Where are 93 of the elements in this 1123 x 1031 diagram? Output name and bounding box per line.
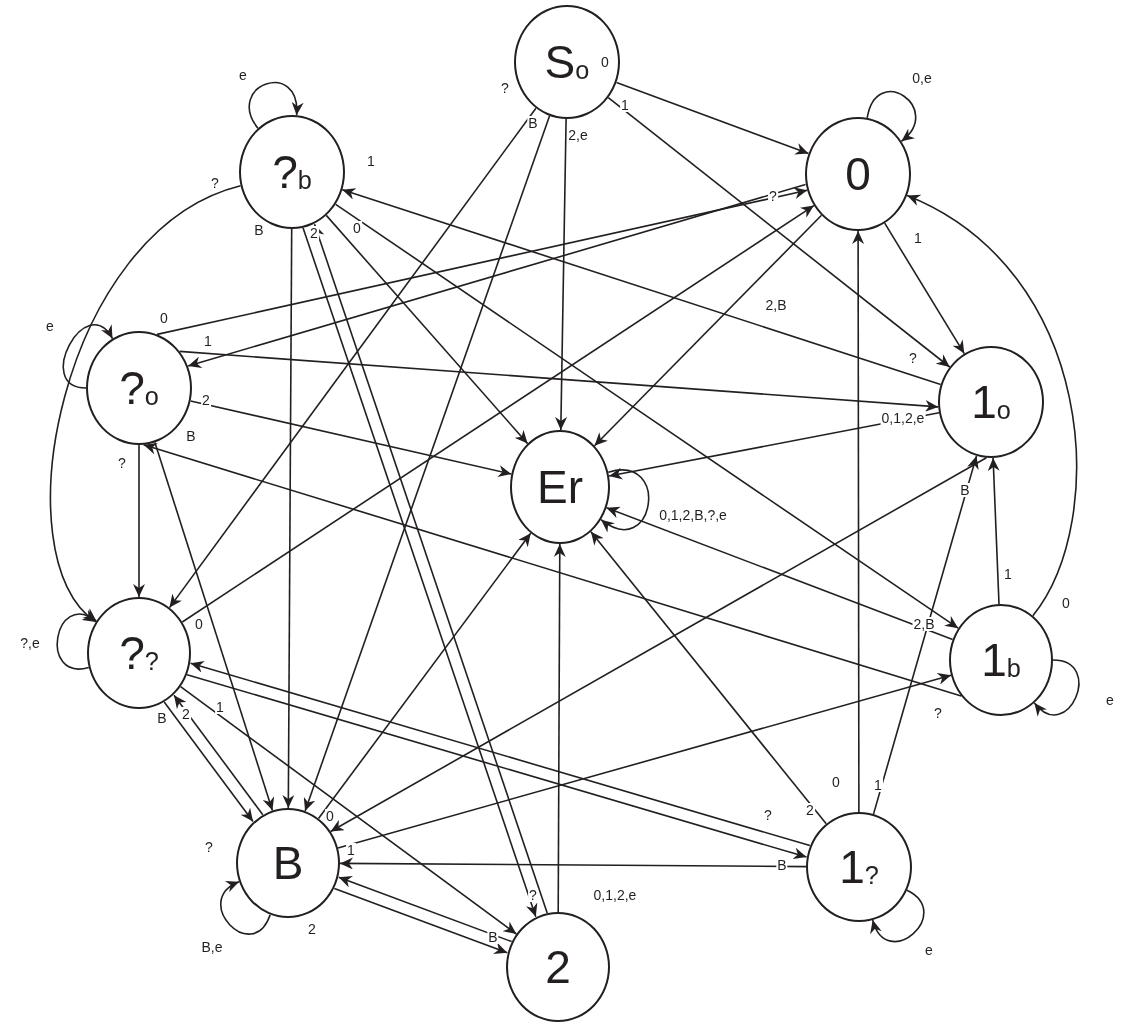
edge-label: ?,e: [19, 636, 41, 650]
edge-label: ?: [210, 176, 220, 190]
edge-label: 0: [325, 809, 335, 823]
edge-label: 2: [309, 226, 319, 240]
edge-label: B: [253, 223, 265, 237]
edge-label: 1: [346, 843, 356, 857]
transition-arrow: [49, 185, 242, 623]
edge-label: ?: [768, 189, 778, 203]
edge-label: 1: [1003, 567, 1013, 581]
edge-label: 0: [600, 55, 610, 69]
transition-arrow: [163, 701, 254, 823]
edge-label: 0: [1061, 596, 1071, 610]
edge-label: 1: [215, 700, 225, 714]
edge-label: 2: [201, 393, 211, 407]
transition-arrow: [133, 444, 145, 598]
edge-label: 1: [873, 778, 883, 792]
transition-arrow: [906, 194, 1078, 617]
edge-label: B: [487, 930, 499, 944]
transition-arrow: [181, 204, 815, 623]
self-loop-arrow: [600, 469, 650, 532]
transition-arrow: [325, 214, 529, 445]
edge-label: 0: [352, 221, 362, 235]
transition-arrow: [555, 118, 567, 431]
transition-arrow: [282, 228, 295, 809]
state-circle: [510, 430, 610, 544]
self-loop-arrow: [1033, 659, 1080, 717]
self-loop-arrow: [248, 81, 303, 130]
edge-label: 0: [159, 311, 169, 325]
state-circle: [87, 597, 191, 709]
transition-arrow: [168, 107, 537, 609]
transition-arrow: [187, 183, 807, 369]
edge-label: 2,e: [567, 128, 589, 142]
state-label: B: [272, 840, 304, 886]
edge-label: ?: [933, 706, 943, 720]
edge-label: 2: [805, 803, 815, 817]
edge-label: 1: [203, 334, 213, 348]
edge-label: 0,e: [911, 71, 933, 85]
self-loop-arrow: [866, 90, 917, 143]
transition-arrow: [339, 857, 807, 870]
transition-arrow: [607, 96, 951, 368]
edge-label: 1: [913, 231, 923, 245]
transition-arrow: [883, 222, 966, 355]
edge-label: ?: [528, 888, 538, 902]
edge-label: 2: [307, 922, 317, 936]
transition-arrow: [156, 187, 808, 336]
state-label: 2: [545, 944, 571, 990]
edge-label: ?: [763, 808, 773, 822]
transition-arrow: [142, 442, 962, 697]
self-loop-arrow: [871, 889, 925, 942]
edge-label: 0,1,2,e: [592, 888, 638, 902]
transition-arrow: [333, 887, 509, 954]
transition-arrow: [590, 531, 827, 825]
edge-label: 0,1,2,e: [880, 411, 926, 425]
edge-label: ?: [500, 81, 510, 95]
edge-label: 2,B: [764, 298, 788, 312]
state-label: Er: [537, 464, 583, 510]
transition-arrow: [553, 543, 566, 913]
edge-label: ?: [117, 456, 127, 470]
transition-arrow: [337, 876, 513, 943]
transition-arrow: [303, 115, 551, 812]
transition-arrow: [329, 457, 988, 833]
edge-label: 2,B: [912, 617, 936, 631]
edge-label: 1: [620, 98, 630, 112]
state-circle: [805, 117, 911, 231]
edge-label: ?: [908, 351, 918, 365]
self-loop-arrow: [220, 881, 271, 935]
edge-label: B: [959, 483, 971, 497]
state-label: 0: [845, 151, 871, 197]
transition-arrow: [605, 506, 954, 641]
transition-arrow: [179, 685, 518, 935]
edge-label: B: [185, 429, 197, 443]
transition-arrow: [615, 81, 810, 155]
self-loop-arrow: [62, 324, 114, 389]
transition-arrow: [317, 532, 532, 820]
transition-arrow: [341, 188, 942, 386]
transition-arrow: [593, 214, 823, 447]
edge-label: ?: [204, 840, 214, 854]
transition-arrow: [334, 203, 959, 629]
edge-label: 0: [194, 617, 204, 631]
transition-arrow: [173, 694, 264, 816]
edge-label: 2: [181, 707, 191, 721]
edge-label: 0,1,2,B,?,e: [658, 508, 728, 522]
edge-label: 1: [366, 154, 376, 168]
transition-arrow: [337, 673, 952, 849]
self-loop-arrow: [56, 609, 98, 670]
transition-arrow: [987, 457, 1000, 605]
edge-label: B: [776, 858, 788, 872]
edge-label: B: [156, 711, 168, 725]
transition-arrow: [872, 455, 979, 815]
edge-label: 0: [831, 775, 841, 789]
edge-label: B: [527, 116, 539, 130]
transition-arrow: [852, 230, 865, 813]
edge-label: B,e: [200, 940, 224, 954]
